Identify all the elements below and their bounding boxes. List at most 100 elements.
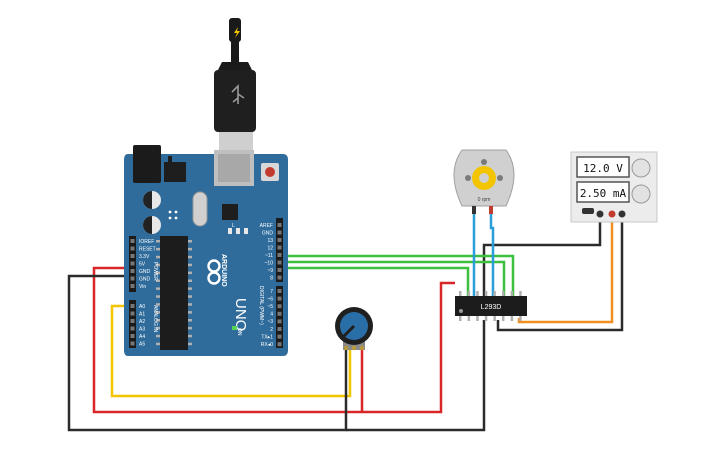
pin-label: 3.3V <box>139 254 150 260</box>
voltage-knob[interactable] <box>631 158 651 178</box>
chip-leg <box>476 291 479 296</box>
header-pin[interactable] <box>130 246 135 251</box>
header-pin[interactable] <box>130 261 135 266</box>
header-pin[interactable] <box>130 341 135 346</box>
header-pin[interactable] <box>277 319 282 324</box>
chip-leg <box>519 316 522 321</box>
header-pin[interactable] <box>277 311 282 316</box>
header-pin[interactable] <box>130 284 135 288</box>
motor-rpm-readout: 0 rpm <box>478 197 491 203</box>
chip-leg <box>459 316 462 321</box>
chip-leg <box>156 287 160 290</box>
pin-label: ~11 <box>265 253 273 259</box>
pin-label: RESET <box>139 246 156 252</box>
header-pin[interactable] <box>130 304 135 308</box>
chip-leg <box>484 316 488 321</box>
chip-leg <box>156 319 160 322</box>
chip-leg <box>467 316 471 321</box>
header-pin[interactable] <box>130 319 135 323</box>
dc-motor[interactable]: 0 rpm <box>453 149 515 214</box>
negative-terminal[interactable] <box>596 210 604 218</box>
header-pin[interactable] <box>130 326 135 331</box>
chip-leg <box>156 311 160 314</box>
header-pin[interactable] <box>277 289 282 293</box>
chip-leg <box>188 271 192 275</box>
header-pin[interactable] <box>277 223 282 227</box>
analog-header <box>129 300 136 348</box>
chip-leg <box>510 291 514 296</box>
bolt-icon <box>234 27 240 38</box>
chip-leg <box>156 271 160 275</box>
header-pin[interactable] <box>277 296 282 301</box>
chip-leg <box>188 334 192 338</box>
l293d-driver[interactable]: L293D <box>455 291 527 321</box>
header-pin[interactable] <box>277 268 282 272</box>
power-switch[interactable] <box>582 208 594 214</box>
header-pin[interactable] <box>277 253 282 257</box>
pin-label: IOREF <box>139 239 154 245</box>
chip-leg <box>510 316 514 321</box>
model-label: UNO <box>232 298 249 331</box>
chip-leg <box>484 291 488 296</box>
wire-green-11[interactable] <box>283 254 515 300</box>
header-pin[interactable] <box>130 254 135 258</box>
header-pin[interactable] <box>277 334 282 339</box>
header-pin[interactable] <box>277 275 282 280</box>
header-pin[interactable] <box>277 327 282 331</box>
header-pin[interactable] <box>130 334 135 338</box>
pin-label: 13 <box>267 238 273 244</box>
chip-leg <box>188 255 192 259</box>
chip-leg <box>502 291 505 296</box>
driver-chip-label: L293D <box>481 304 502 311</box>
header-pin[interactable] <box>130 239 135 243</box>
pin-label: TX▸1 <box>261 334 273 340</box>
chip-leg <box>502 316 505 321</box>
wire-orange-psu[interactable] <box>517 216 614 324</box>
power-supply[interactable]: 12.0 V 2.50 mA <box>570 151 658 223</box>
pin-label: ~9 <box>267 268 273 274</box>
chip-leg <box>493 316 496 321</box>
header-pin[interactable] <box>277 342 282 347</box>
power-header-label: POWER <box>152 262 158 281</box>
pin-label: 8 <box>270 275 273 281</box>
wire-black-gnd[interactable] <box>67 274 348 432</box>
digital-header-label: DIGITAL (PWM~) <box>258 286 264 325</box>
wire-green-10[interactable] <box>283 260 506 300</box>
chip-leg <box>156 263 160 267</box>
chip-leg <box>519 291 522 296</box>
chip-leg <box>156 295 160 298</box>
chip-leg <box>156 334 160 338</box>
wire-green-9[interactable] <box>283 266 470 300</box>
pin-label: A4 <box>139 334 145 340</box>
on-label: ON <box>236 328 242 336</box>
chip-leg <box>493 291 496 296</box>
chip-leg <box>188 287 192 290</box>
header-pin[interactable] <box>130 276 135 281</box>
wire-blue-motor-b[interactable] <box>489 212 495 300</box>
arduino-uno-board[interactable]: L ARDUINO UNO ON DIGITAL (PWM~) ANALOG I… <box>124 145 288 356</box>
chip-leg <box>156 342 160 346</box>
pin-label: A2 <box>139 319 145 325</box>
wire-red-5v[interactable] <box>92 266 455 414</box>
pin-label: ~6 <box>267 296 273 302</box>
header-pin[interactable] <box>277 245 282 250</box>
wire-black-psu2[interactable] <box>496 216 624 332</box>
voltage-readout: 12.0 V <box>583 162 623 175</box>
pin-label: 2 <box>270 327 273 333</box>
header-pin[interactable] <box>130 269 135 273</box>
on-led <box>232 326 237 330</box>
chip-leg <box>188 240 192 243</box>
positive-terminal[interactable] <box>608 210 616 218</box>
header-pin[interactable] <box>277 238 282 242</box>
wire-yellow-a0-pot[interactable] <box>110 304 352 398</box>
ground-terminal[interactable] <box>618 210 626 218</box>
header-pin[interactable] <box>130 311 135 316</box>
header-pin[interactable] <box>277 230 282 235</box>
wire-black-gnd2[interactable] <box>346 320 486 432</box>
current-knob[interactable] <box>631 184 651 204</box>
wire-black-psu[interactable] <box>482 216 602 305</box>
header-pin[interactable] <box>277 260 282 265</box>
header-pin[interactable] <box>277 304 282 309</box>
potentiometer[interactable] <box>335 307 373 351</box>
